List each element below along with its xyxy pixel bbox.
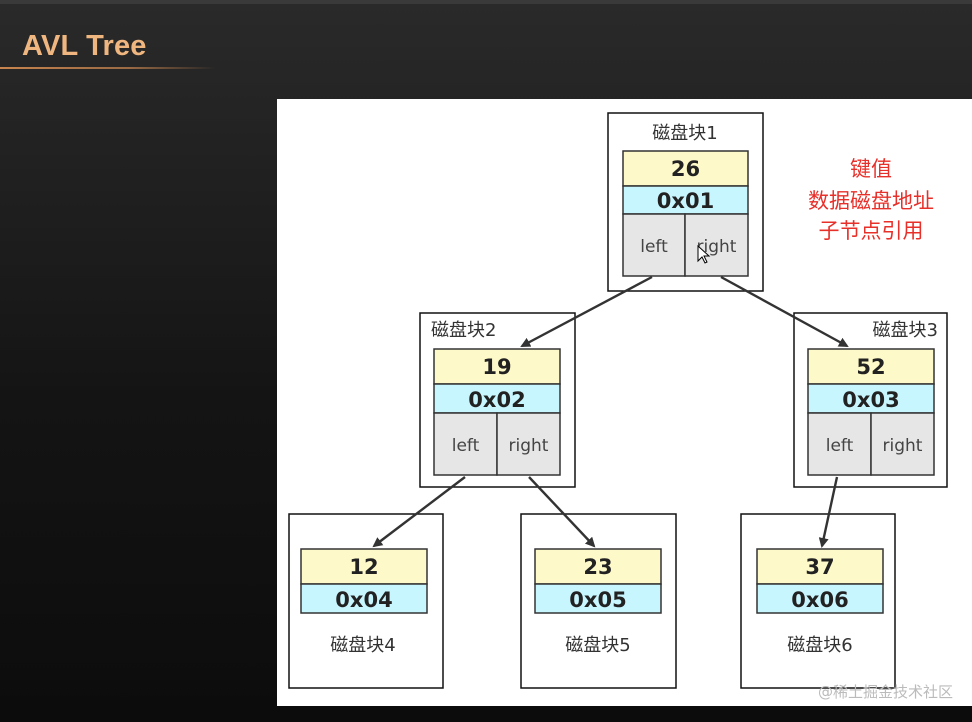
legend-address: 数据磁盘地址 [808, 189, 934, 213]
right-ref-cell [870, 412, 935, 476]
legend-key: 键值 [850, 157, 892, 181]
right-ref-label: right [697, 237, 737, 257]
watermark: @稀土掘金技术社区 [818, 683, 953, 701]
key-cell [300, 548, 428, 585]
key-value: 52 [856, 355, 885, 379]
avl-tree-diagram: 磁盘块1 26 0x01 left right 磁盘块2 19 0x02 lef… [288, 112, 953, 701]
right-ref-label: right [509, 436, 549, 456]
slide-title: AVL Tree [22, 30, 147, 62]
arrow-block3-to-block6 [818, 476, 839, 548]
address-cell [756, 583, 884, 614]
key-cell [534, 548, 662, 585]
disk-block-3: 磁盘块3 52 0x03 left right [793, 312, 948, 488]
right-ref-cell [496, 412, 561, 476]
disk-block-2: 磁盘块2 19 0x02 left right [419, 312, 576, 488]
disk-block-5: 23 0x05 磁盘块5 [520, 513, 677, 689]
address-value: 0x02 [468, 388, 525, 412]
key-cell [622, 150, 749, 187]
arrow-block2-to-block4 [372, 476, 466, 548]
key-value: 26 [671, 157, 700, 181]
block-label: 磁盘块1 [652, 123, 717, 144]
block-label: 磁盘块6 [787, 635, 852, 656]
address-cell [807, 383, 935, 414]
disk-block-1: 磁盘块1 26 0x01 left right [607, 112, 764, 292]
block-label: 磁盘块4 [330, 635, 395, 656]
address-value: 0x06 [791, 588, 848, 612]
block-label: 磁盘块3 [873, 320, 938, 341]
block-label: 磁盘块5 [565, 635, 630, 656]
address-value: 0x03 [842, 388, 899, 412]
address-cell [300, 583, 428, 614]
diagram-canvas: 磁盘块1 26 0x01 left right 磁盘块2 19 0x02 lef… [277, 99, 972, 706]
key-cell [756, 548, 884, 585]
address-value: 0x01 [657, 189, 714, 213]
key-value: 19 [482, 355, 511, 379]
address-cell [534, 583, 662, 614]
left-ref-cell [807, 412, 872, 476]
address-value: 0x05 [569, 588, 626, 612]
mouse-cursor-icon [697, 244, 711, 264]
arrow-block1-to-block3 [720, 275, 849, 348]
address-value: 0x04 [335, 588, 392, 612]
top-border [0, 0, 972, 4]
arrow-block1-to-block2 [520, 275, 653, 348]
left-ref-cell [433, 412, 498, 476]
arrow-block2-to-block5 [528, 476, 596, 548]
block-label: 磁盘块2 [431, 320, 496, 341]
key-cell [433, 348, 561, 385]
address-cell [433, 383, 561, 414]
left-ref-label: left [640, 237, 668, 257]
right-ref-cell [684, 213, 749, 277]
left-ref-label: left [826, 436, 854, 456]
left-ref-label: left [452, 436, 480, 456]
legend-child-ref: 子节点引用 [819, 219, 924, 243]
key-value: 12 [349, 555, 378, 579]
key-value: 23 [583, 555, 612, 579]
title-underline [0, 67, 215, 69]
disk-block-6: 37 0x06 磁盘块6 [740, 513, 896, 689]
disk-block-4: 12 0x04 磁盘块4 [288, 513, 444, 689]
key-value: 37 [805, 555, 834, 579]
right-ref-label: right [883, 436, 923, 456]
legend: 键值 数据磁盘地址 子节点引用 [808, 157, 934, 243]
